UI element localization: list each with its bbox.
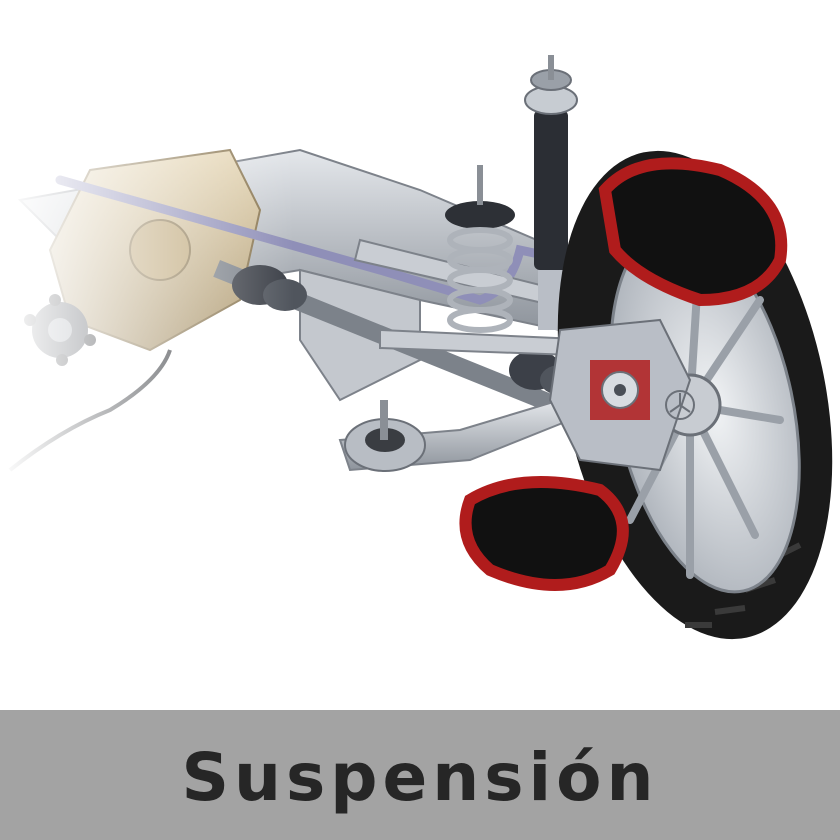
- cv-boot-inner: [232, 265, 307, 311]
- caption-title: Suspensión: [181, 738, 659, 816]
- lower-spring-seat: [344, 400, 426, 472]
- suspension-illustration: [0, 0, 840, 710]
- caption-band: Suspensión: [0, 710, 840, 840]
- brake-line: [8, 349, 172, 472]
